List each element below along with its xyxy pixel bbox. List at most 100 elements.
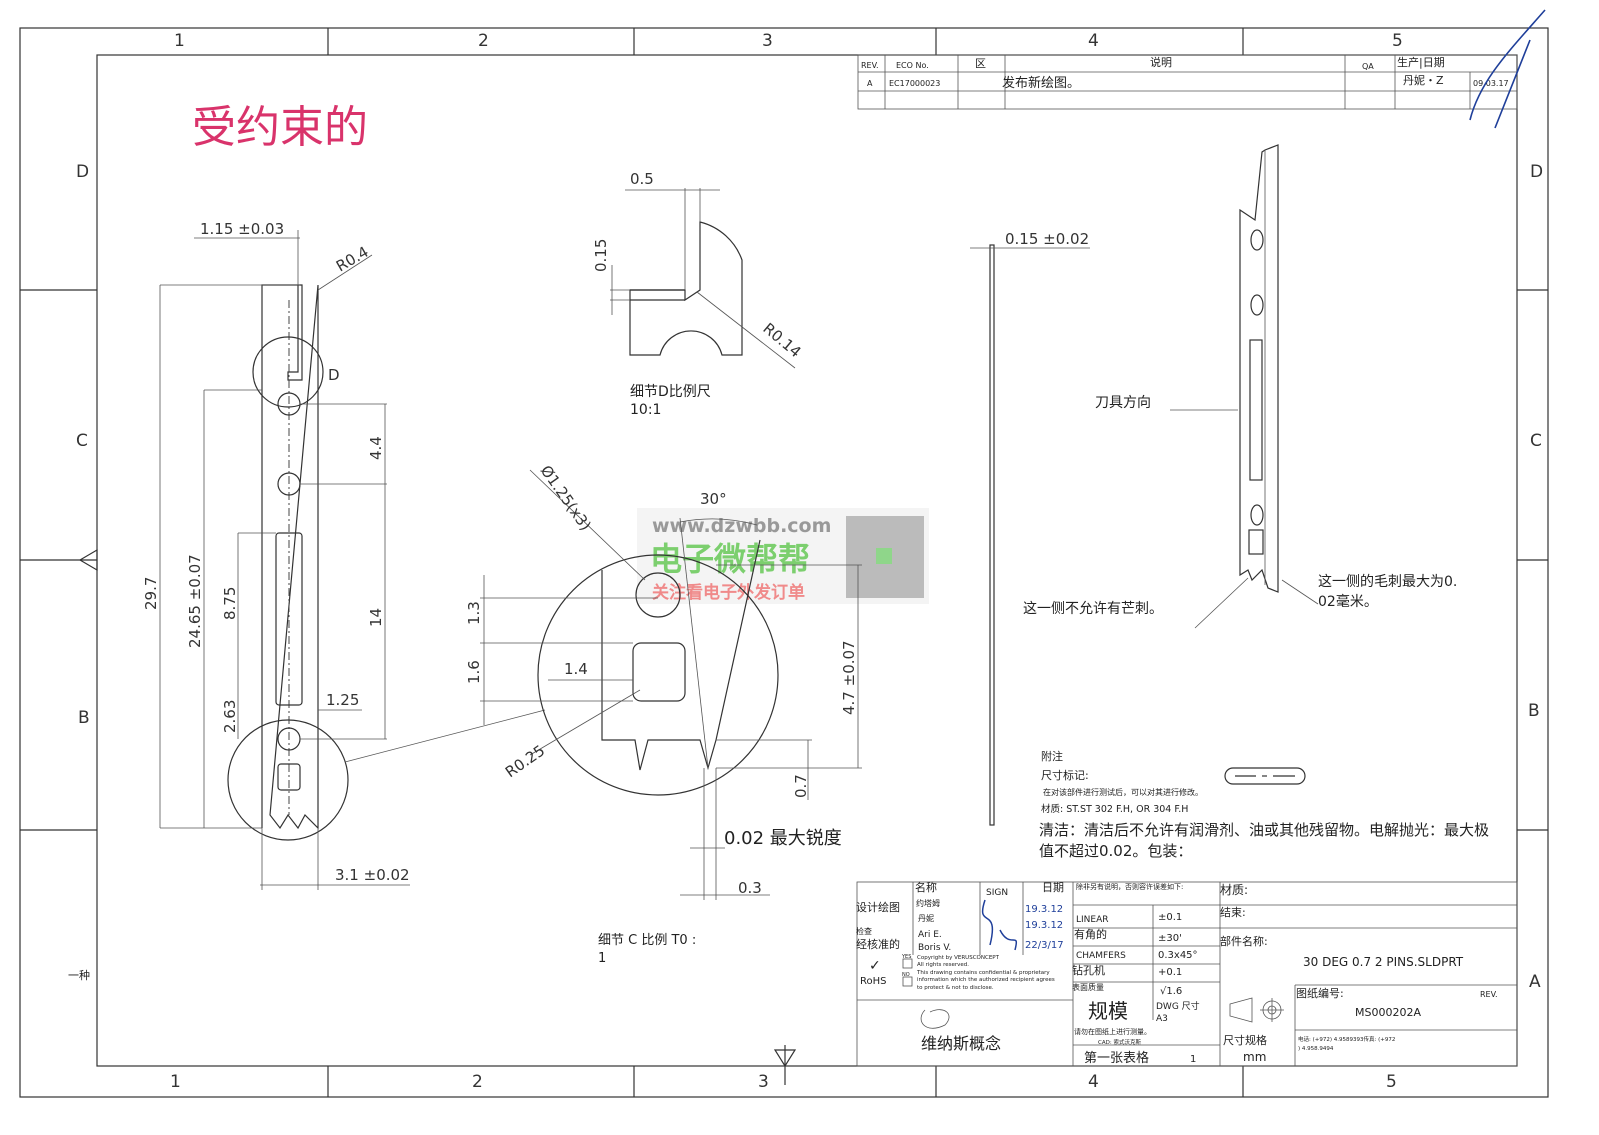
tolerance-label: 有角的 xyxy=(1074,927,1107,941)
dim-label: R0.14 xyxy=(759,319,804,361)
desc-header: 说明 xyxy=(1150,55,1172,69)
dim-label: 1.25 xyxy=(326,691,359,709)
rev-value: A xyxy=(867,79,873,88)
dim-label: 4.4 xyxy=(367,436,385,460)
tool-direction-label: 刀具方向 xyxy=(1095,395,1151,411)
watermark-url: www.dzwbb.com xyxy=(652,515,831,537)
eco-header: ECO No. xyxy=(896,61,929,70)
watermark: www.dzwbb.com 电子微帮帮 关注看电子外发订单 xyxy=(637,508,929,604)
tolerance-label: LINEAR xyxy=(1076,915,1109,925)
contact-info: ) 4.958.9494 xyxy=(1298,1046,1334,1052)
zone-col: 1 xyxy=(174,31,185,51)
dim-label: R0.25 xyxy=(502,741,548,781)
company-name: 维纳斯概念 xyxy=(921,1034,1001,1053)
sharpness-note: 0.02 最大锐度 xyxy=(724,828,842,849)
contact-info: 电话: (+972) 4.9589393传真: (+972 xyxy=(1298,1035,1395,1043)
company-logo xyxy=(920,1009,950,1029)
no-label: NO xyxy=(902,972,910,978)
qa-header: QA xyxy=(1362,62,1374,71)
dim-mark-symbol xyxy=(1224,767,1306,785)
zone-header: 区 xyxy=(975,57,986,70)
detail-d-view: 0.5 0.15 R0.14 细节D比例尺 10:1 xyxy=(592,170,805,418)
dwg-size: A3 xyxy=(1156,1014,1168,1024)
dim-label: 1.3 xyxy=(465,601,483,625)
dim-label: 0.7 xyxy=(792,774,810,798)
part-name: 30 DEG 0.7 2 PINS.SLDPRT xyxy=(1303,955,1464,969)
eco-value: EC17000023 xyxy=(889,79,940,88)
role-label: 检查 xyxy=(856,926,872,936)
notes-heading: 附注 xyxy=(1041,749,1063,763)
dim-label: 4.7 ±0.07 xyxy=(840,640,858,715)
tolerance-value: ±0.1 xyxy=(1158,912,1182,923)
main-view: 1.15 ±0.03 R0.4 29.7 24.65 ±0.07 8.75 2.… xyxy=(142,220,546,890)
detail-d-callout xyxy=(252,336,324,408)
drawing-number: MS000202A xyxy=(1355,1006,1421,1019)
tolerance-value: ±30' xyxy=(1158,933,1182,944)
sign-date: 22/3/17 xyxy=(1025,940,1064,951)
zone-row: C xyxy=(1530,431,1542,451)
copyright-text: This drawing contains confidential & pro… xyxy=(916,970,1050,976)
page-title: 受约束的 xyxy=(192,102,368,153)
units-value: mm xyxy=(1243,1050,1266,1064)
date-value: 09.03.17 xyxy=(1473,79,1509,88)
detail-caption: 1 xyxy=(598,951,606,966)
signature-mark xyxy=(981,899,1018,951)
tolerance-header: 除非另有说明，否则容许误差如下: xyxy=(1076,882,1183,891)
side-view: 0.15 ±0.02 xyxy=(970,230,1090,826)
burr-max-note: 这一侧的毛刺最大为0. xyxy=(1318,573,1457,590)
dim-label: 0.3 xyxy=(738,879,762,897)
by-value: 丹妮・Z xyxy=(1403,73,1444,87)
rohs-label: RoHS xyxy=(860,976,886,987)
zone-row: B xyxy=(78,708,90,728)
yes-checkbox xyxy=(902,958,913,969)
zone-col: 4 xyxy=(1088,31,1099,51)
person-name: 丹妮 xyxy=(918,913,934,923)
dim-label: 0.5 xyxy=(630,170,654,188)
dim-label: Ø1.25(x3) xyxy=(537,462,595,534)
zone-row: D xyxy=(76,162,89,182)
sign-date: 19.3.12 xyxy=(1025,904,1063,915)
rohs-check-icon: ✓ xyxy=(869,958,881,974)
dim-label: 30° xyxy=(700,490,727,508)
rev-label: REV. xyxy=(1480,990,1498,999)
detail-c-view: Ø1.25(x3) 30° 1.3 1.6 1.4 R0.25 4.7 ±0.0… xyxy=(465,462,862,966)
rev-header: REV. xyxy=(861,61,879,70)
finish-label: 结束: xyxy=(1220,906,1246,919)
burr-max-note: 02毫米。 xyxy=(1318,593,1378,610)
watermark-name: 电子微帮帮 xyxy=(650,540,810,578)
zone-col: 3 xyxy=(758,1072,769,1092)
dim-label: 1.4 xyxy=(564,660,588,678)
yes-label: YES xyxy=(901,954,911,960)
person-name: Boris V. xyxy=(918,943,951,953)
zone-row: 一种 xyxy=(68,968,90,982)
dim-label: 0.15 xyxy=(592,239,610,272)
zone-col: 2 xyxy=(478,31,489,51)
notes-material: 材质: ST.ST 302 F.H, OR 304 F.H xyxy=(1041,803,1188,815)
revision-table: REV. ECO No. 区 说明 QA 生产|日期 A EC17000023 … xyxy=(857,9,1546,129)
tolerance-label: 表面质量 xyxy=(1072,982,1104,992)
dim-label: R0.4 xyxy=(333,243,372,276)
copyright-text: Copyright by VERUSCONCEPT xyxy=(917,955,1000,961)
drawing-frame xyxy=(19,27,1549,1098)
zone-row: B xyxy=(1528,701,1540,721)
no-burr-note: 这一侧不允许有芒刺。 xyxy=(1023,600,1163,617)
dim-label: 29.7 xyxy=(142,577,160,610)
tolerance-value: +0.1 xyxy=(1158,967,1182,978)
notes-cleaning: 清洁：清洁后不允许有润滑剂、油或其他残留物。电解抛光：最大极 xyxy=(1039,821,1489,839)
notes-dim-mark: 尺寸标记: xyxy=(1041,768,1089,782)
sign-date: 19.3.12 xyxy=(1025,920,1063,931)
notes-cleaning: 值不超过0.02。包装： xyxy=(1039,842,1192,860)
zone-row: A xyxy=(1529,972,1541,992)
name-header: 名称 xyxy=(915,880,937,894)
dim-label: 8.75 xyxy=(221,587,239,620)
zone-col: 2 xyxy=(472,1072,483,1092)
signature-mark xyxy=(1469,9,1546,129)
sheet-number: 1 xyxy=(1190,1054,1196,1065)
notes: 附注 尺寸标记: 在对该部件进行测试后，可以对其进行修改。 材质: ST.ST … xyxy=(1039,749,1489,860)
dim-label: 24.65 ±0.07 xyxy=(186,554,204,648)
copyright-text: to protect & not to disclose. xyxy=(917,985,994,991)
material-label: 材质: xyxy=(1220,883,1248,897)
detail-caption: 10:1 xyxy=(630,402,661,418)
zone-col: 5 xyxy=(1386,1072,1397,1092)
